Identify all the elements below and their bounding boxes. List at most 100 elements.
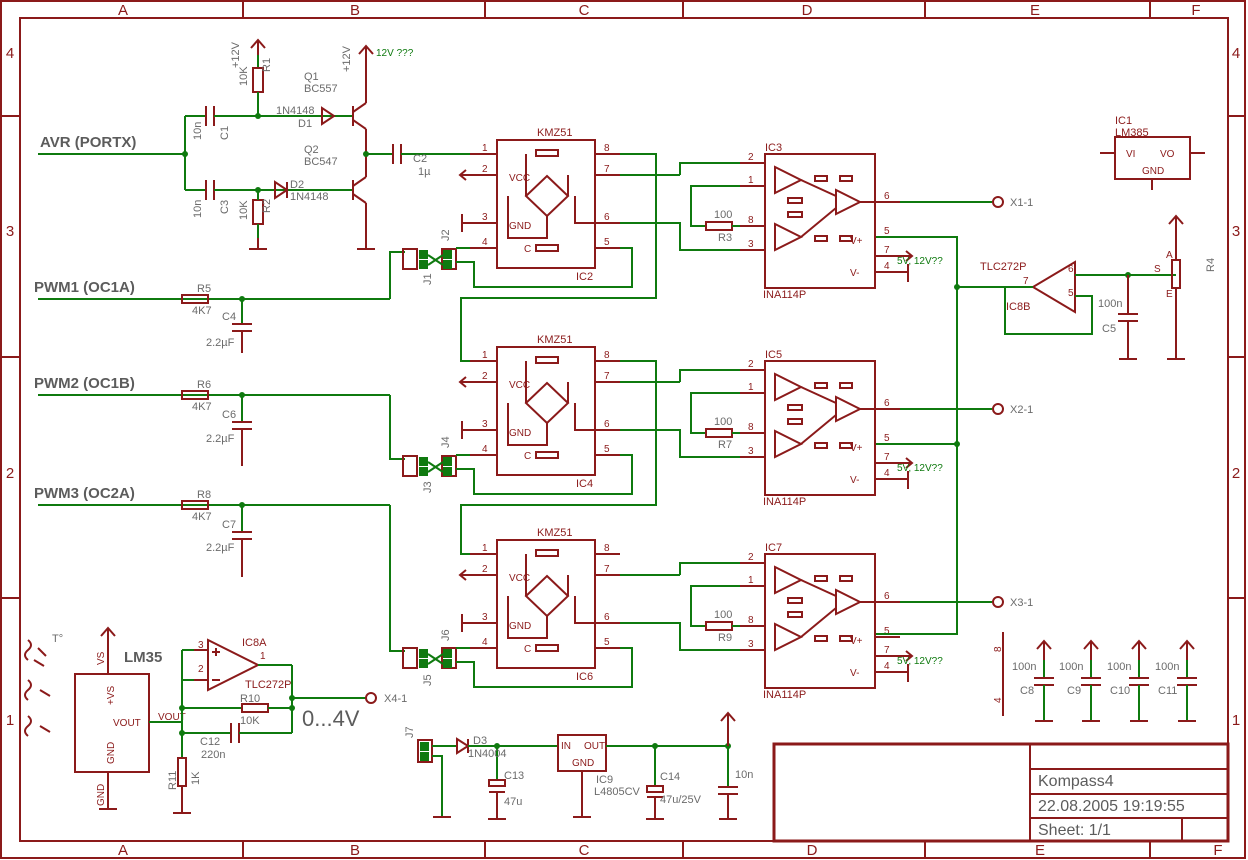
lm35-vout-net: VOUT: [158, 712, 186, 723]
r4-label: R4: [1205, 258, 1217, 272]
ina114-pin-1-2: 1: [748, 382, 754, 393]
ic1-pin-vi: VI: [1126, 149, 1135, 160]
r10-symbol: [241, 703, 269, 713]
ina114-pin-vplus-2: V+: [850, 443, 863, 454]
c1-label: C1: [219, 126, 231, 140]
lm35-gnd-label: GND: [96, 784, 107, 806]
ina114-label-2: INA114P: [763, 496, 806, 508]
supply-arrow-r4: [1168, 214, 1184, 230]
kmz51-pin-vcc-1: VCC: [509, 173, 530, 184]
title-name: Kompass4: [1038, 773, 1114, 790]
ic8a-label: IC8A: [242, 637, 267, 649]
amp-label-3: IC7: [765, 542, 782, 554]
gain-resistor-1: [705, 221, 733, 231]
r6-value: 4K7: [192, 401, 212, 413]
supply-arrow-lm35: [100, 626, 116, 646]
kmz51-bridge-3: [524, 574, 570, 618]
r11-label: R11: [167, 771, 179, 790]
ina114-pin-4-3: 4: [884, 661, 890, 672]
lm35-pin-plus-vs: +VS: [106, 685, 117, 705]
jumper-j3-j4: J3 J4: [402, 436, 457, 493]
kmz51-pin-vcc-2: VCC: [509, 380, 530, 391]
ina-opamp-b-2: [774, 429, 804, 459]
q2-label: Q2: [304, 144, 319, 156]
kmz51-pin-7-2: 7: [604, 371, 610, 382]
r2-label: R2: [261, 199, 273, 213]
c2-value: 1µ: [418, 166, 431, 178]
row-label-2: 2: [6, 465, 14, 482]
c10-value: 100n: [1107, 661, 1131, 673]
amp-label-2: IC5: [765, 349, 782, 361]
ina114-pin-4-1: 4: [884, 261, 890, 272]
jumper-j1-j2: J1 J2: [402, 229, 457, 285]
ina114-pin-vplus-1: V+: [850, 236, 863, 247]
lm35-pin-vs: VS: [96, 651, 107, 665]
j6-label: J6: [440, 629, 452, 641]
ic8a-pin-2: 2: [198, 664, 204, 675]
row-label-3-right: 3: [1232, 223, 1240, 240]
supply-arrow-q1: [358, 44, 374, 60]
ic8b-pin-6: 6: [1068, 264, 1074, 275]
ina-opamp-c-3: [835, 588, 863, 616]
row-label-3: 3: [6, 223, 14, 240]
kmz51-pin-6-1: 6: [604, 212, 610, 223]
ina-opamp-c-1: [835, 188, 863, 216]
output-terminal-x1: [992, 196, 1004, 208]
c15-value: 10n: [735, 769, 753, 781]
amp-supply-note-1: 5V, 12V??: [897, 256, 943, 267]
d2-symbol: [274, 180, 289, 200]
col-label-c-bottom: C: [579, 842, 590, 859]
r5-label: R5: [197, 283, 211, 295]
ic1-label: IC1: [1115, 115, 1132, 127]
driver-stage: +12V 10K R1 10n C1 10n C3 10K R2 Q1 BC55…: [182, 38, 470, 250]
supply-arrow-c9: [1083, 639, 1099, 660]
col-label-e-bottom: E: [1035, 842, 1045, 859]
ina-opamp-a-1: [774, 165, 804, 195]
supply-arrow-r1: [250, 38, 266, 55]
ic8a-pin-3: 3: [198, 640, 204, 651]
kmz51-comp-coil-3: [535, 644, 559, 652]
kmz51-pin-6-2: 6: [604, 419, 610, 430]
kmz51-pin-5-1: 5: [604, 237, 610, 248]
kmz51-pin-1-2: 1: [482, 350, 488, 361]
d2-value: 1N4148: [290, 191, 329, 203]
ina114-pin-5-1: 5: [884, 226, 890, 237]
kmz51-pin-3-3: 3: [482, 612, 488, 623]
channel-3: KMZ51IC612348765VCCGNDCIC7INA114P2183100…: [456, 527, 1033, 701]
kmz51-pin-2-2: 2: [482, 371, 488, 382]
j2-label: J2: [440, 229, 452, 241]
ic9-pin-in: IN: [561, 741, 571, 752]
ic1-reference: IC1 LM385 VI VO GND: [1100, 115, 1205, 190]
gain-label-3: R9: [718, 632, 732, 644]
kmz51-pin-c-1: C: [524, 244, 531, 255]
heat-wave-icon-1: [24, 639, 47, 667]
x4-terminal: [365, 692, 377, 704]
c1-value: 10n: [192, 122, 204, 140]
kmz51-pin-7-3: 7: [604, 564, 610, 575]
kmz51-flip-coil-1: [535, 149, 559, 157]
c2-label: C2: [413, 153, 427, 165]
c13-label: C13: [504, 770, 524, 782]
c13-symbol: [488, 779, 506, 787]
kmz51-pin-5-3: 5: [604, 637, 610, 648]
r8-value: 4K7: [192, 511, 212, 523]
col-label-c: C: [579, 2, 590, 19]
r4-pin-s: S: [1154, 264, 1161, 275]
q2-value: BC547: [304, 156, 338, 168]
gain-label-2: R7: [718, 439, 732, 451]
output-terminal-x2: [992, 403, 1004, 415]
ina114-body-2: [764, 360, 876, 496]
kmz51-pin-gnd-3: GND: [509, 621, 531, 632]
c9-label: C9: [1067, 685, 1081, 697]
supply-arrow-c10: [1131, 639, 1147, 660]
ina-opamp-b-1: [774, 222, 804, 252]
ic9-pin-gnd: GND: [572, 758, 594, 769]
vplus-rail: [876, 236, 958, 635]
q1-label: Q1: [304, 71, 319, 83]
col-label-a-bottom: A: [118, 842, 128, 859]
pwm-filters: R5 4K7 C4 2.2µF R6 4K7 C6 2.2µF R8 4K7 C…: [181, 251, 405, 652]
channel-1: KMZ51IC212348765VCCGNDCIC3INA114P2183100…: [456, 127, 1033, 301]
kmz51-body-1: [496, 139, 596, 269]
c12-label: C12: [200, 736, 220, 748]
kmz51-pin-8-2: 8: [604, 350, 610, 361]
